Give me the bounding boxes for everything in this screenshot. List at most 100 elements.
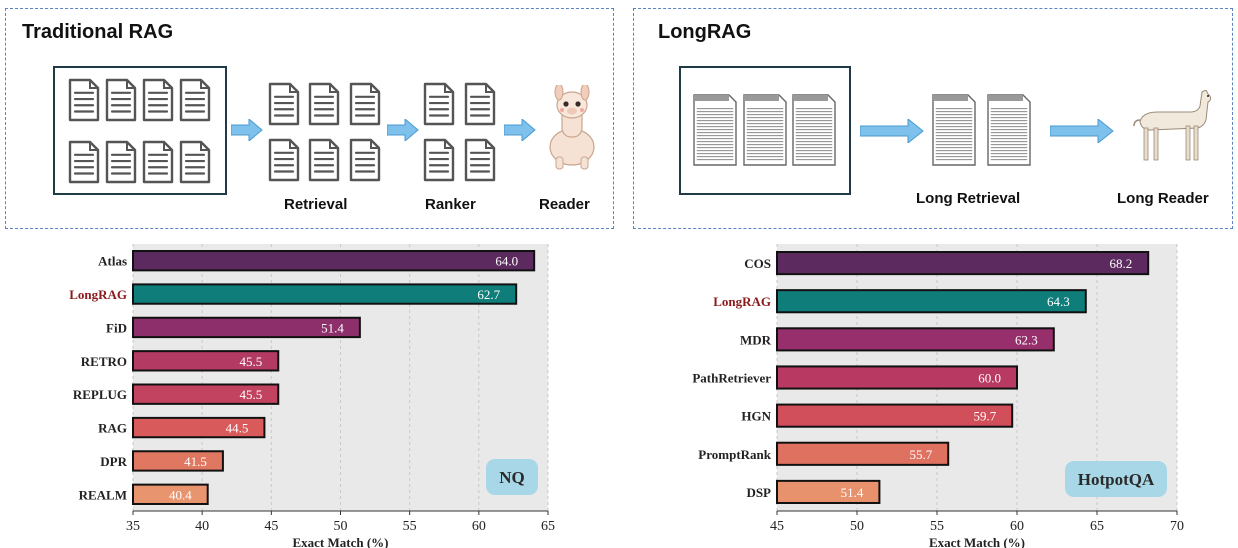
document-icon [421, 136, 457, 189]
x-tick-label: 50 [850, 519, 864, 534]
document-icon [103, 138, 139, 191]
bar [132, 483, 209, 505]
dataset-badge [486, 459, 538, 495]
document-icon [266, 80, 302, 133]
bar [776, 479, 881, 504]
category-label: LongRAG [713, 294, 771, 309]
value-label: 62.3 [1015, 332, 1038, 347]
longrag-panel: LongRAG [633, 8, 1233, 229]
bar [776, 251, 1150, 276]
value-label: 55.7 [909, 447, 932, 462]
value-label: 40.4 [169, 487, 192, 502]
x-tick-label: 50 [334, 519, 348, 534]
category-label: LongRAG [69, 287, 127, 302]
stage-label-long-reader: Long Reader [1117, 190, 1209, 207]
bar [132, 450, 224, 472]
document-icon [347, 136, 383, 189]
stage-label-long-retrieval: Long Retrieval [916, 190, 1021, 207]
llama-reader-icon [549, 85, 595, 170]
stage-label-retrieval: Retrieval [284, 196, 348, 213]
arrow-icon [231, 119, 263, 141]
document-icon [266, 136, 302, 189]
category-label: RETRO [81, 354, 127, 369]
value-label: 60.0 [978, 371, 1001, 386]
x-axis-label: Exact Match (%) [292, 535, 388, 548]
document-icon [421, 80, 457, 133]
x-tick-label: 60 [472, 519, 486, 534]
value-label: 41.5 [184, 454, 207, 469]
value-label: 59.7 [973, 409, 996, 424]
arrow-icon [504, 119, 536, 141]
value-label: 64.3 [1047, 294, 1070, 309]
dataset-label: HotpotQA [1078, 470, 1155, 489]
document-icon [177, 138, 213, 191]
category-label: COS [744, 256, 771, 271]
x-tick-label: 60 [1010, 519, 1024, 534]
category-label: FiD [106, 320, 127, 335]
document-icon [177, 76, 213, 129]
value-label: 44.5 [226, 421, 249, 436]
value-label: 51.4 [321, 320, 344, 335]
traditional-rag-panel: Traditional RAG [5, 8, 614, 229]
document-icon [103, 76, 139, 129]
bar [132, 416, 266, 439]
long-document-icon [985, 92, 1033, 173]
x-tick-label: 55 [930, 519, 944, 534]
dataset-label: NQ [499, 468, 525, 487]
category-label: REPLUG [73, 387, 127, 402]
bar [132, 250, 536, 272]
x-tick-label: 55 [403, 519, 417, 534]
document-corpus-box [53, 66, 227, 195]
panel-title: LongRAG [658, 21, 752, 43]
document-icon [347, 80, 383, 133]
panel-title: Traditional RAG [22, 21, 174, 43]
document-icon [306, 80, 342, 133]
document-icon [306, 136, 342, 189]
dataset-badge [1065, 461, 1167, 497]
long-document-icon [741, 92, 789, 173]
category-label: PromptRank [698, 447, 771, 462]
x-tick-label: 40 [195, 519, 209, 534]
value-label: 64.0 [495, 254, 518, 269]
value-label: 45.5 [240, 387, 263, 402]
arrow-icon [387, 119, 419, 141]
document-icon [140, 76, 176, 129]
value-label: 51.4 [841, 485, 864, 500]
document-icon [66, 76, 102, 129]
arrow-icon [860, 119, 924, 143]
bar [132, 350, 280, 372]
bar [132, 316, 361, 339]
x-tick-label: 35 [126, 519, 140, 534]
bar [776, 365, 1018, 390]
bar [776, 289, 1087, 314]
x-tick-label: 45 [264, 519, 278, 534]
stage-label-ranker: Ranker [425, 196, 476, 213]
category-label: Atlas [98, 254, 127, 269]
document-icon [462, 136, 498, 189]
category-label: REALM [79, 487, 127, 502]
value-label: 68.2 [1109, 256, 1132, 271]
category-label: DPR [100, 454, 127, 469]
stage-label-reader: Reader [539, 196, 590, 213]
value-label: 45.5 [240, 354, 263, 369]
llama-long-reader-icon [1133, 90, 1212, 161]
x-tick-label: 45 [770, 519, 784, 534]
value-label: 62.7 [477, 287, 500, 302]
long-document-icon [790, 92, 838, 173]
bar [776, 403, 1014, 428]
bar [776, 441, 950, 466]
document-icon [462, 80, 498, 133]
arrow-icon [1050, 119, 1114, 143]
category-label: MDR [740, 332, 772, 347]
long-document-icon [691, 92, 739, 173]
long-document-corpus-box [679, 66, 851, 195]
category-label: HGN [741, 409, 771, 424]
bar [132, 283, 518, 305]
long-document-icon [930, 92, 978, 173]
document-icon [66, 138, 102, 191]
bar [776, 327, 1055, 352]
x-tick-label: 65 [1090, 519, 1104, 534]
x-tick-label: 70 [1170, 519, 1184, 534]
